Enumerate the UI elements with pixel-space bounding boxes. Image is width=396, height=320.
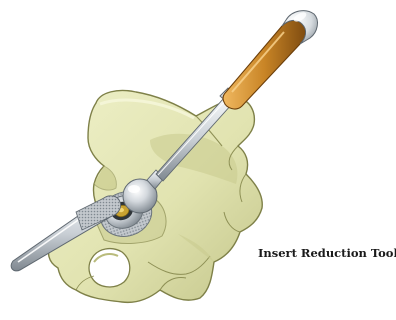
- figure-caption: Insert Reduction Tool: [258, 246, 396, 260]
